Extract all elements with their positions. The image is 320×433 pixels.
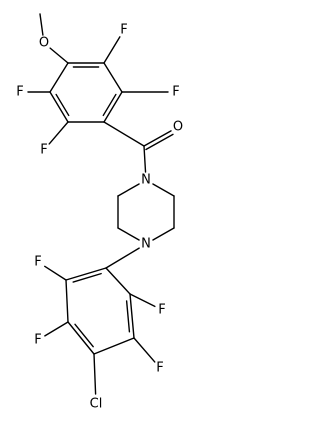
bond-c5-c6 (49, 91, 70, 123)
bond-d4-d5 (93, 337, 135, 355)
bond-p4-N_top (152, 183, 175, 197)
atom-label-F_b2: F (34, 333, 41, 348)
bond-layer (27, 13, 175, 395)
bond-c6-c1 (49, 62, 69, 93)
bond-c4-carbonyl_c (103, 121, 145, 147)
atom-label-N_top: N (141, 173, 151, 188)
molecule-diagram: O F F F F O N N F F F F Cl (16, 13, 183, 412)
bond-d2-F_b1 (44, 265, 67, 281)
bond-carbonyl_c-N_top (143, 145, 147, 173)
atom-label-F_top: F (120, 23, 127, 38)
atom-label-F_lowleft: F (40, 143, 47, 158)
bond-d6-F_b4 (129, 293, 156, 308)
bond-d6-d1 (105, 267, 131, 295)
atom-label-F_b4: F (158, 303, 165, 318)
bond-p2-N_bot (117, 227, 140, 241)
bond-d3-F_b2 (44, 321, 69, 337)
bond-c1-c2 (67, 62, 105, 68)
bond-d5-d6 (125, 293, 135, 339)
bond-d1-d2 (65, 267, 107, 283)
bond-d4-Cl (93, 353, 97, 395)
atom-label-Cl: Cl (90, 397, 103, 412)
atom-label-N_bot: N (141, 237, 151, 252)
bond-N_bot-d1 (105, 247, 140, 269)
bond-c2-F_top (103, 36, 121, 64)
bond-c5-F_lowleft (48, 121, 69, 145)
atom-label-F_left: F (16, 85, 23, 100)
bond-d2-d3 (65, 279, 69, 323)
atom-label-F_b1: F (34, 255, 41, 270)
bond-methyl-O_meth (39, 13, 44, 36)
bond-N_top-p1 (117, 183, 140, 197)
bond-carbonyl_c-O_keto (143, 130, 174, 151)
bond-c2-c3 (103, 62, 123, 93)
bond-d3-d4 (67, 321, 95, 355)
atom-label-O_meth: O (39, 36, 49, 51)
atom-label-O_keto: O (173, 120, 183, 135)
bond-N_bot-p3 (152, 227, 175, 241)
atom-label-F_right: F (172, 85, 179, 100)
bond-c3-c4 (102, 91, 123, 123)
bond-O_meth-c1 (49, 47, 69, 64)
atom-label-F_b3: F (156, 361, 163, 376)
bond-d5-F_b3 (133, 337, 156, 363)
atom-label-layer: O F F F F O N N F F F F Cl (16, 23, 183, 412)
